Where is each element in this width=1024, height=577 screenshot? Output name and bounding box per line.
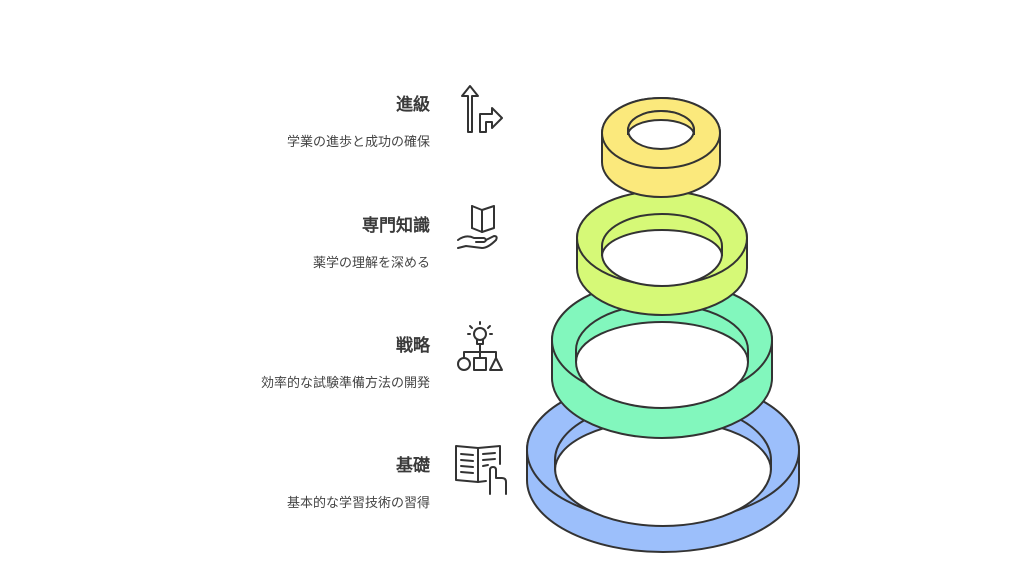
- level-strategy-title: 戦略: [396, 336, 430, 356]
- level-strategy: 戦略 効率的な試験準備方法の開発: [130, 335, 430, 393]
- arrow-turn-icon: [450, 82, 506, 138]
- level-strategy-description: 効率的な試験準備方法の開発: [260, 376, 430, 391]
- level-advancement: 進級 学業の進歩と成功の確保: [130, 94, 430, 152]
- level-foundation: 基礎 基本的な学習技術の習得: [130, 455, 430, 513]
- open-book-pointer-icon: [452, 440, 508, 496]
- level-expertise: 専門知識 薬学の理解を深める: [130, 215, 430, 273]
- ring-expertise-inner-wall: [601, 213, 723, 257]
- level-foundation-description: 基本的な学習技術の習得: [286, 496, 430, 511]
- ring-expertise: [576, 190, 748, 316]
- level-advancement-description: 学業の進歩と成功の確保: [286, 135, 430, 150]
- level-foundation-title: 基礎: [396, 456, 430, 476]
- ring-advancement: [601, 97, 721, 198]
- book-in-hand-icon: [452, 200, 508, 256]
- ring-strategy-inner-wall: [575, 303, 749, 363]
- level-expertise-description: 薬学の理解を深める: [312, 256, 430, 271]
- level-expertise-title: 専門知識: [362, 216, 430, 236]
- ring-advancement-inner-wall: [627, 110, 695, 136]
- level-advancement-title: 進級: [396, 95, 430, 115]
- strategy-lightbulb-shapes-icon: [452, 320, 508, 376]
- ring-strategy: [551, 279, 773, 439]
